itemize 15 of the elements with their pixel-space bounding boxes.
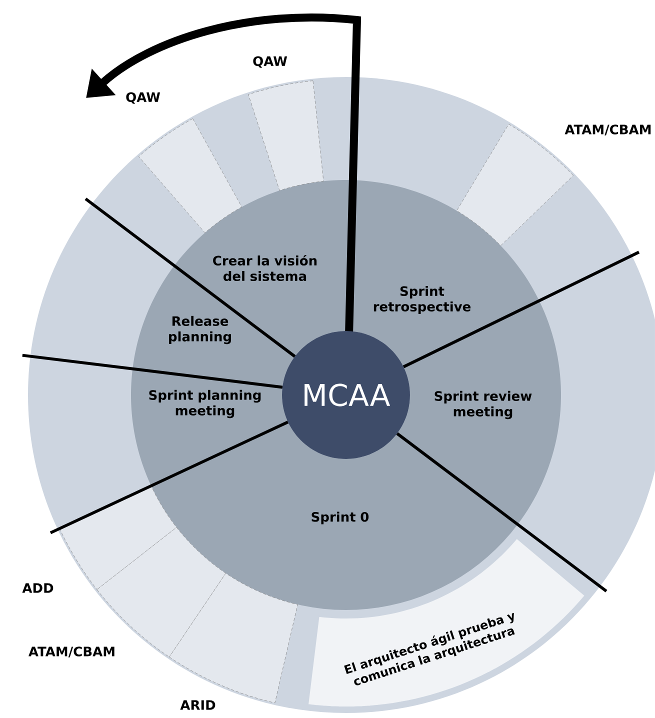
node-label: Sprint review meeting — [434, 390, 532, 420]
method-label: ATAM/CBAM — [28, 646, 114, 658]
method-label: QAW — [126, 92, 160, 104]
method-label: QAW — [253, 56, 288, 68]
hatched-segment — [138, 118, 242, 233]
method-label: ATAM/CBAM — [564, 124, 651, 136]
wheel-sector: Sprint retrospective — [348, 180, 540, 367]
method-label: ARID — [180, 700, 216, 710]
method-label: ADD — [22, 583, 54, 593]
hatched-segment — [59, 486, 177, 590]
node-label: Sprint 0 — [312, 512, 369, 524]
hatched-segment — [248, 80, 324, 191]
wheel-sector: Sprint 0 — [151, 422, 518, 610]
wheel-sector: Sprint planning meeting — [131, 368, 288, 486]
node-label: Sprint planning meeting — [149, 390, 261, 418]
